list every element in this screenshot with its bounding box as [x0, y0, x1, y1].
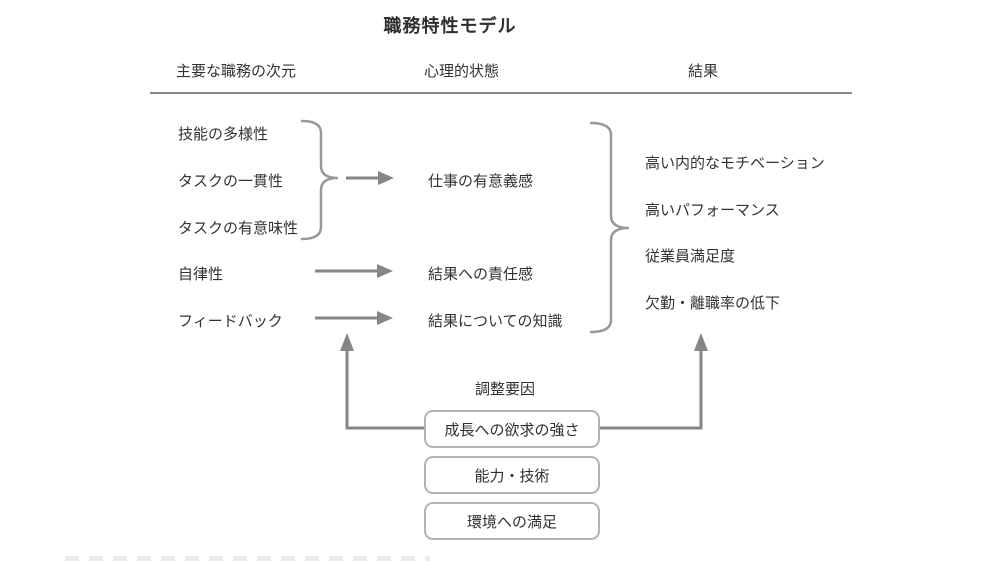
left-curly-brace: [300, 119, 339, 241]
outcome-internal-motivation: 高い内的なモチベーション: [645, 155, 825, 172]
arrowhead-responsibility: [377, 264, 393, 278]
column-header-outcomes: 結果: [688, 63, 719, 80]
arrowhead-knowledge: [377, 311, 393, 325]
arrowhead-moderator-right: [694, 333, 708, 351]
cropped-text-artifact: [65, 556, 430, 561]
moderator-box-growth-need: 成長への欲求の強さ: [424, 410, 600, 448]
moderator-box-context-satisfaction: 環境への満足: [424, 502, 600, 540]
state-meaningfulness: 仕事の有意義感: [428, 173, 534, 190]
dimension-feedback: フィードバック: [178, 313, 283, 330]
dimension-skill-variety: 技能の多様性: [178, 126, 269, 143]
state-knowledge-of-results: 結果についての知識: [428, 313, 563, 330]
state-responsibility: 結果への責任感: [428, 266, 534, 283]
moderator-right-connector: [600, 350, 703, 430]
outcome-absenteeism-turnover: 欠勤・離職率の低下: [645, 295, 781, 312]
moderator-box-ability-skill: 能力・技術: [424, 456, 600, 494]
diagram-title: 職務特性モデル: [383, 16, 517, 36]
right-curly-brace: [589, 121, 630, 334]
dimension-autonomy: 自律性: [178, 266, 224, 283]
dimension-task-significance: タスクの有意味性: [178, 220, 299, 237]
moderator-growth-need-label: 成長への欲求の強さ: [444, 421, 580, 439]
moderator-ability-skill-label: 能力・技術: [474, 467, 550, 485]
column-header-dimensions: 主要な職務の次元: [176, 63, 297, 80]
outcome-satisfaction: 従業員満足度: [645, 248, 736, 265]
arrowhead-meaningfulness: [378, 171, 394, 185]
outcome-performance: 高いパフォーマンス: [645, 202, 780, 219]
header-divider-line: [150, 92, 852, 94]
column-header-states: 心理的状態: [424, 63, 500, 80]
arrowhead-moderator-left: [340, 333, 354, 351]
moderator-left-connector: [345, 350, 424, 430]
moderators-label: 調整要因: [475, 381, 536, 398]
dimension-task-identity: タスクの一貫性: [178, 173, 284, 190]
moderator-context-satisfaction-label: 環境への満足: [466, 513, 557, 531]
